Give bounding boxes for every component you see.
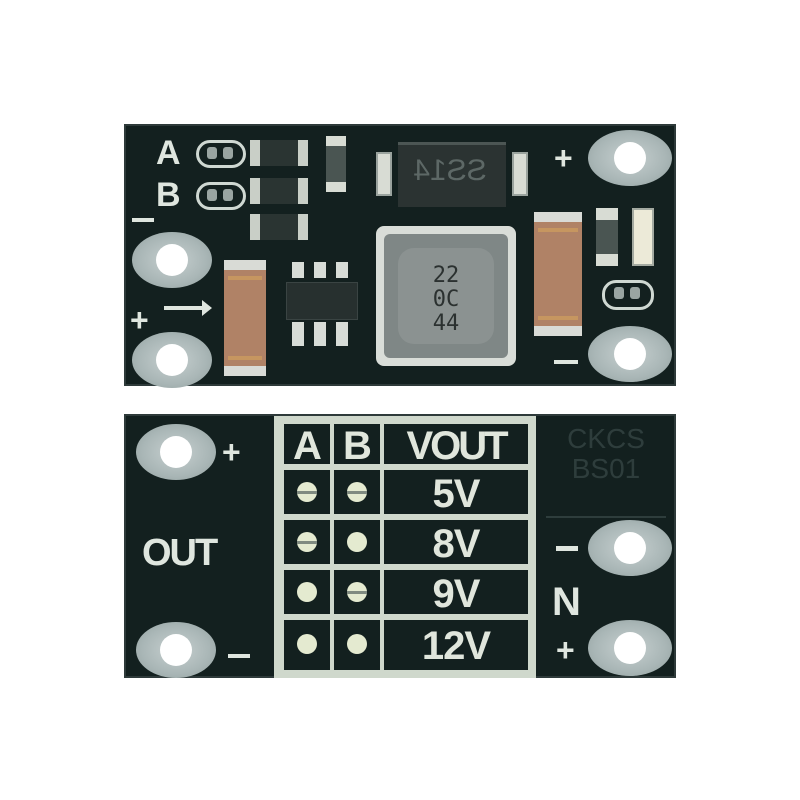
inductor: 22 0C 44 bbox=[376, 226, 516, 366]
row-8v-a bbox=[284, 520, 330, 564]
row-5v-a bbox=[284, 470, 330, 514]
input-minus-pad bbox=[132, 232, 212, 288]
faint-divider-line bbox=[546, 516, 666, 518]
in-minus-pad bbox=[588, 520, 672, 576]
schottky-diode: SS14 bbox=[376, 142, 528, 207]
resistor-2 bbox=[250, 178, 308, 204]
voltage-selection-table: A B VOUT 5V 8V 9V 12V bbox=[274, 416, 536, 678]
output-capacitor bbox=[534, 212, 582, 336]
underscore-mark bbox=[132, 218, 154, 222]
resistor-vertical bbox=[326, 136, 346, 192]
label-in: N bbox=[552, 580, 581, 624]
row-9v-b bbox=[334, 570, 380, 614]
inductor-marking-line2: 0C bbox=[432, 287, 460, 312]
row-8v-vout: 8V bbox=[384, 520, 528, 564]
header-a: A bbox=[284, 424, 330, 466]
resistor-3 bbox=[250, 214, 308, 240]
jumper-a[interactable] bbox=[196, 140, 246, 168]
label-minus-bottom-left bbox=[228, 654, 250, 658]
label-plus-top-left: + bbox=[222, 434, 241, 470]
resistor-1 bbox=[250, 140, 308, 166]
label-out: OUT bbox=[142, 532, 218, 574]
input-capacitor bbox=[224, 260, 266, 376]
row-8v-b bbox=[334, 520, 380, 564]
led-resistor bbox=[596, 208, 618, 266]
inductor-marking-line3: 44 bbox=[432, 311, 460, 336]
jumper-b[interactable] bbox=[196, 182, 246, 210]
header-b: B bbox=[334, 424, 380, 466]
row-5v-b bbox=[334, 470, 380, 514]
in-plus-pad bbox=[588, 620, 672, 676]
label-plus-left: + bbox=[130, 302, 149, 338]
faint-board-marking: CKCS BS01 bbox=[567, 423, 645, 484]
label-minus-right bbox=[556, 546, 578, 551]
label-b: B bbox=[156, 176, 181, 214]
output-minus-pad bbox=[588, 326, 672, 382]
boost-controller-ic bbox=[286, 282, 358, 320]
jumper-c[interactable] bbox=[602, 280, 654, 310]
out-plus-pad bbox=[136, 424, 216, 480]
header-vout: VOUT bbox=[384, 424, 528, 466]
label-minus-bottom-right bbox=[554, 360, 578, 364]
label-plus-bottom-right: + bbox=[556, 632, 575, 668]
row-9v-a bbox=[284, 570, 330, 614]
row-12v-a bbox=[284, 620, 330, 670]
row-12v-vout: 12V bbox=[384, 620, 528, 670]
power-led bbox=[632, 208, 654, 266]
input-plus-pad bbox=[132, 332, 212, 388]
right-arrow-icon bbox=[164, 300, 212, 316]
out-minus-pad bbox=[136, 622, 216, 678]
row-12v-b bbox=[334, 620, 380, 670]
bottom-pcb-board: + OUT A B VOUT 5V 8V 9V 12V CKCS BS01 N … bbox=[124, 414, 676, 678]
inductor-marking-line1: 22 bbox=[432, 263, 460, 288]
row-9v-vout: 9V bbox=[384, 570, 528, 614]
diode-marking: SS14 bbox=[413, 154, 487, 187]
label-plus-top-right: + bbox=[554, 140, 573, 176]
top-pcb-board: A B + SS14 22 0C 44 bbox=[124, 124, 676, 388]
output-plus-pad bbox=[588, 130, 672, 186]
label-a: A bbox=[156, 134, 181, 172]
row-5v-vout: 5V bbox=[384, 470, 528, 514]
